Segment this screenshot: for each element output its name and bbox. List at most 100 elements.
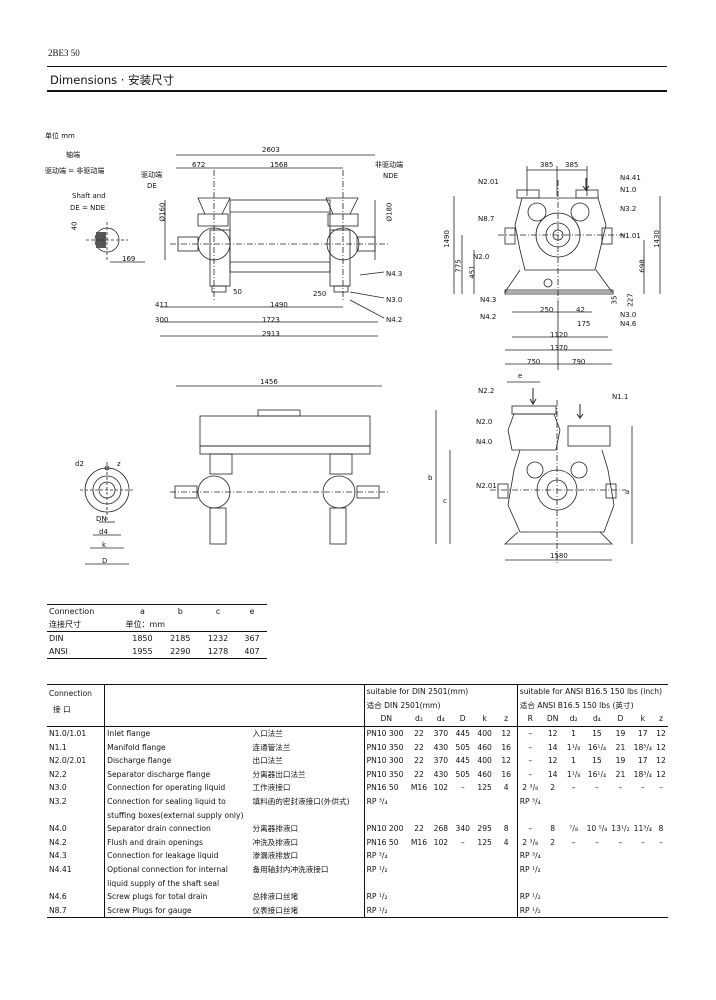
flange-row-din-value: – [460,783,465,793]
flange-row-ansi-value [609,904,631,918]
flange-row-ansi-value [609,890,631,904]
flange-row-ansi-value: 8 [658,824,664,834]
flange-row-ansi-value: 2 ³/₈ [522,783,539,793]
flange-row-ansi-value [609,876,631,890]
flange-row-id: N2.2 [47,767,106,782]
flange-row-ansi-value: 2 ³/₈ [522,837,539,847]
flange-row-din-value [495,876,518,890]
flange-row-din-value [452,849,474,863]
flange-row-ansi-value [563,849,585,863]
flange-row-desc-cn [250,808,365,822]
flange-row-desc-cn: 备用轴封内冲洗液接口 [250,862,365,877]
flange-row-din-value [408,863,430,877]
flange-row-ansi-value: 13¹/₂ [611,824,630,834]
nozzle-lower-n2-01: N2.01 [476,482,497,490]
flange-row-desc-en: Connection for leakage liquid [107,851,219,861]
dim-base-offset: 300 [155,316,169,324]
flange-row-din-value [408,849,430,863]
flange-row-din-value [495,794,518,809]
flange-row-din-value [495,903,518,918]
conn-row-din-e: 367 [244,634,260,643]
flange-row-ansi-value: 12 [547,756,558,766]
flange-row-ansi-value [585,795,610,809]
nozzle-side-n2-0: N2.0 [473,253,490,261]
flange-row-din-value: 12 [495,726,518,741]
dim-side-1370: 1370 [550,344,568,352]
conn-row-din-a: 1850 [132,634,153,643]
flange-row-din-value: 400 [477,729,492,739]
de-nde-cn: 驱动端 = 非驱动端 [45,167,105,175]
flange-label-D: D [102,557,108,565]
flange-row-din-value [430,890,452,904]
flange-row-din-value: 295 [477,824,492,834]
flange-din-col-header: DN [380,714,393,724]
flange-row-id: N3.0 [47,781,106,795]
conn-row-din-c: 1232 [207,634,229,643]
unit-label: 单位 mm [45,132,75,140]
flange-row-ansi-value: – [640,837,645,847]
flange-row-ansi-value: 15 [592,756,602,766]
dim-nde-offset: 250 [313,290,327,298]
conn-unit: 单位：mm [125,620,166,629]
nozzle-side-n2-01: N2.01 [478,178,499,186]
flange-row-ansi-value: ⁷/₈ [569,824,578,834]
flange-row-ansi-value: 12 [656,769,666,779]
flange-row-ansi-value: 12 [547,729,558,739]
flange-row-ansi-value: 17 [637,729,648,739]
flange-row-ansi-value [632,795,654,809]
flange-table: Connection 接 口 suitable for DIN 2501(mm)… [47,684,668,918]
flange-row-ansi-value [632,863,654,877]
flange-row-ansi-value: 15 [592,729,602,739]
flange-conn-en: Connection [49,689,92,698]
flange-row-din-value: PN10 200 [366,824,404,834]
flange-row-ansi-value: – [640,783,645,793]
flange-conn-cn: 接 口 [53,705,71,714]
flange-row-ansi-value: 12 [656,756,666,766]
flange-row-din-value: PN16 50 [366,783,399,793]
nozzle-side-n3-2: N3.2 [620,205,637,213]
flange-row-din-value: 102 [433,783,449,793]
conn-row-ansi-b: 2290 [170,647,191,656]
flange-row-ansi-value: RP ³/₄ [519,851,541,861]
flange-row-ansi-value [585,890,610,904]
flange-row-ansi-value [517,876,542,890]
connection-dimensions-table: Connection a b c e 连接尺寸 单位：mm DIN 1850 2… [47,604,267,659]
flange-row-din-value: 22 [414,769,424,779]
flange-row-ansi-value [563,795,585,809]
flange-row-din-value [452,904,474,918]
flange-row-din-value [474,876,496,890]
flange-row-ansi-value: – [618,837,623,847]
flange-row-ansi-value: RP ¹/₂ [519,892,541,902]
conn-col-c: c [215,607,221,616]
flange-row-id: N4.3 [47,849,106,863]
flange-row-id [47,876,106,890]
conn-row-din-b: 2185 [170,634,191,643]
dim-shaft-length: 169 [122,255,136,263]
flange-ansi-col-header: d₂ [569,714,578,724]
flange-row-ansi-value: 19 [615,729,626,739]
flange-row-din-value [452,795,474,809]
flange-row-ansi-value: 21 [615,769,626,779]
flange-label-k: k [102,541,107,549]
flange-ansi-col-header: k [640,714,645,724]
non-drive-end-label: NDE [383,172,399,180]
flange-row-ansi-value: 18³/₄ [633,769,652,779]
flange-row-ansi-value [609,795,631,809]
flange-row-din-value: RP ³/₄ [366,797,388,807]
conn-header-en: Connection [49,607,95,616]
flange-row-ansi-value: 8 [550,824,556,834]
flange-row-desc-cn: 分离器排液口 [250,821,365,836]
flange-row-ansi-value: 12 [656,729,666,739]
flange-row-ansi-value [585,849,610,863]
flange-row-din-value: 22 [414,824,424,834]
flange-row-din-value [430,863,452,877]
conn-row-din-name: DIN [49,634,64,643]
flange-row-ansi-value [632,904,654,918]
flange-row-desc-en: Optional connection for internal [107,865,228,875]
